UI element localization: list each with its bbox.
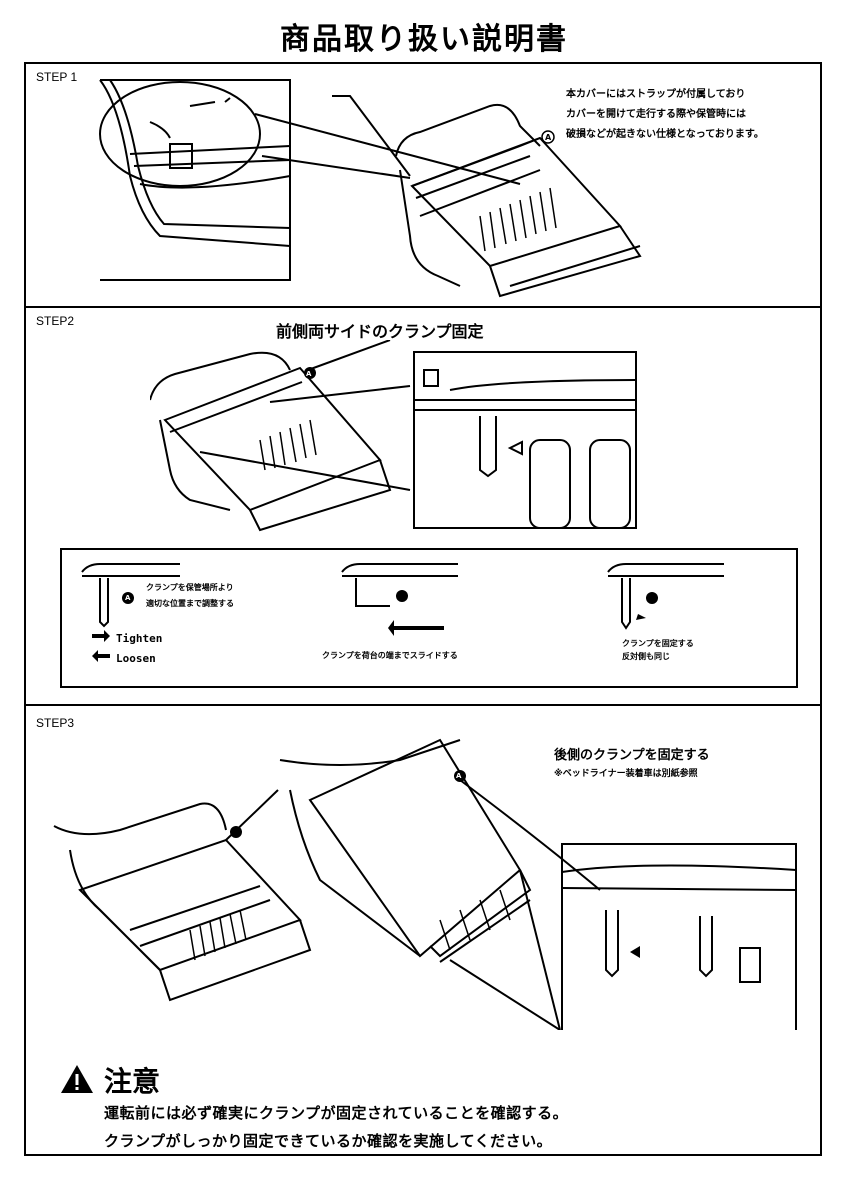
clamp-panel-illustrations (81, 563, 724, 662)
step2-illustration (150, 340, 637, 532)
step3-illustration (53, 738, 797, 1030)
clamp-step1-marker: A (125, 594, 131, 602)
step1-label: STEP 1 (36, 70, 78, 84)
step1-note-line-3: 破損などが起きない仕様となっております。 (566, 129, 764, 140)
clamp-step3-text-1: クランプを固定する (622, 639, 694, 648)
clamp-panel (60, 548, 798, 688)
step1-note-line-1: 本カバーにはストラップが付属しており (566, 89, 746, 100)
caution-title: 注意 (104, 1065, 161, 1098)
step3-heading: 後側のクランプを固定する (554, 748, 710, 763)
warning-icon (61, 1065, 93, 1093)
step1-marker: A (545, 133, 552, 142)
tighten-label: Tighten (116, 632, 163, 645)
loosen-label: Loosen (116, 652, 156, 665)
step2-marker: A (306, 370, 312, 378)
step3-marker: A (456, 772, 462, 780)
step1-note-line-2: カバーを開けて走行する際や保管時には (566, 109, 746, 120)
step2-heading: 前側両サイドのクランプ固定 (276, 322, 484, 341)
caution-line-1: 運転前には必ず確実にクランプが固定されていることを確認する。 (104, 1104, 569, 1122)
step1-illustration (99, 79, 642, 298)
step2-label: STEP2 (36, 314, 75, 328)
clamp-step1-text-2: 適切な位置まで調整する (146, 599, 234, 608)
step3-section (24, 704, 822, 1156)
step3-label: STEP3 (36, 716, 75, 730)
caution-line-2: クランプがしっかり固定できているか確認を実施してください。 (104, 1132, 553, 1150)
clamp-step3-text-2: 反対側も同じ (622, 652, 670, 661)
page-title: 商品取り扱い説明書 (280, 22, 568, 57)
clamp-step2-text: クランプを荷台の端までスライドする (322, 651, 458, 660)
clamp-step1-text-1: クランプを保管場所より (146, 583, 234, 592)
step3-sub: ※ベッドライナー装着車は別紙参照 (554, 769, 698, 779)
